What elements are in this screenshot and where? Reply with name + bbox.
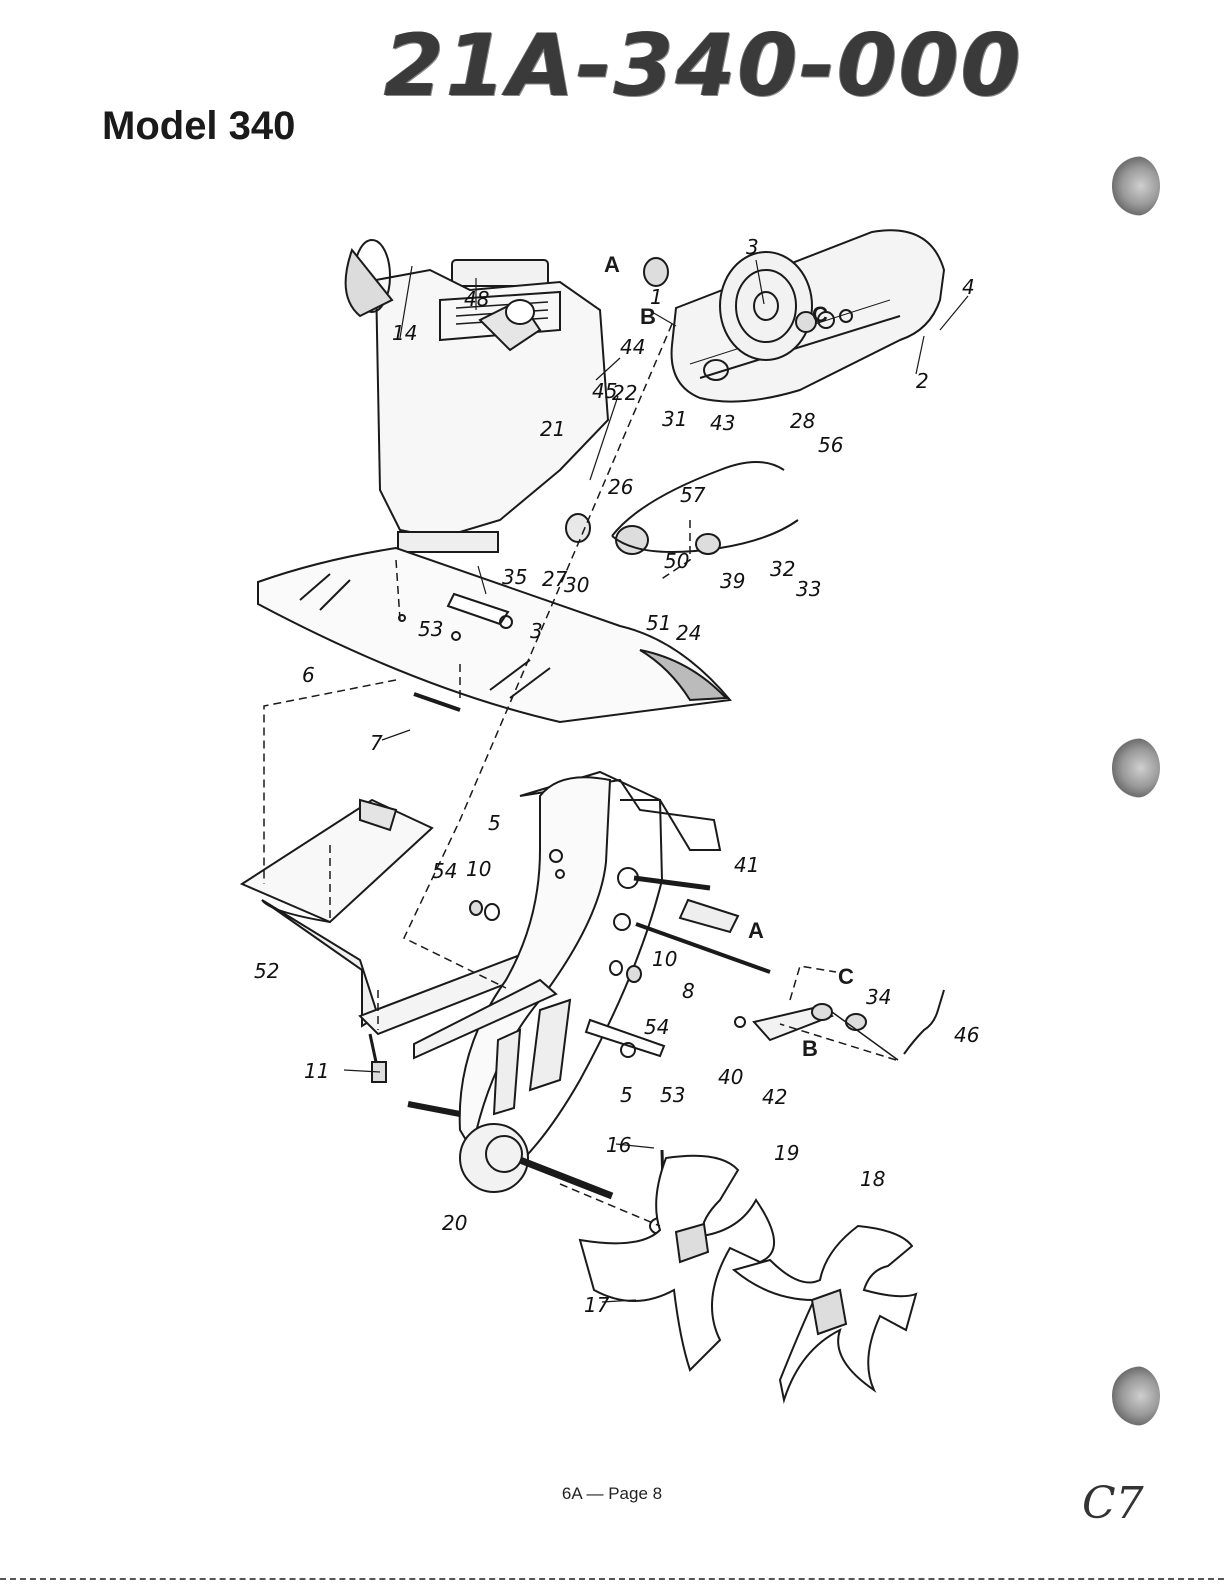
handwritten-mark: C7 [1082, 1478, 1144, 1529]
model-number-stamp: 21A-340-000 [384, 16, 1023, 116]
callout-50: 50 [664, 549, 689, 573]
reference-letters: A B C A C B [604, 252, 854, 1061]
callout-48: 48 [464, 287, 489, 311]
callout-31: 31 [662, 407, 687, 431]
callout-2: 2 [916, 369, 929, 393]
callout-5-upper: 5 [488, 811, 501, 835]
callout-53-upper: 53 [418, 617, 443, 641]
belt-and-pulley-part [611, 251, 835, 555]
ref-letter-c-lower: C [838, 964, 854, 989]
callout-44: 44 [620, 335, 645, 359]
callout-41: 41 [734, 853, 759, 877]
binder-hole-bottom [1112, 1366, 1160, 1426]
callout-42: 42 [762, 1085, 787, 1109]
callout-24: 24 [676, 621, 701, 645]
tine-18-part [731, 1224, 918, 1404]
callout-34: 34 [866, 985, 891, 1009]
callout-19: 19 [774, 1141, 799, 1165]
callout-17: 17 [584, 1293, 610, 1317]
callout-10-lower: 10 [652, 947, 677, 971]
callout-33: 33 [796, 577, 821, 601]
callout-39: 39 [720, 569, 745, 593]
callout-6: 6 [302, 663, 315, 687]
callout-52: 52 [254, 959, 279, 983]
idler-bracket-parts [734, 989, 945, 1061]
callout-3: 3 [746, 235, 759, 259]
ref-letter-b-upper: B [640, 304, 656, 329]
callout-18: 18 [860, 1167, 885, 1191]
callout-26: 26 [608, 475, 633, 499]
callout-53-lower: 53 [660, 1083, 685, 1107]
callout-11: 11 [304, 1059, 329, 1083]
callout-54-upper: 54 [432, 859, 457, 883]
engine-part [344, 239, 610, 553]
callout-22: 22 [612, 381, 637, 405]
callout-45: 45 [592, 379, 617, 403]
callout-28: 28 [790, 409, 815, 433]
callout-21: 21 [540, 417, 565, 441]
binder-hole-top [1112, 156, 1160, 216]
shaft-and-spacer-parts [469, 849, 771, 983]
depth-bar-lower [368, 1018, 666, 1083]
callout-46: 46 [954, 1023, 979, 1047]
leader-lines [343, 259, 969, 1303]
transmission-housing-part [413, 770, 722, 1193]
callout-14: 14 [392, 321, 417, 345]
callout-27: 27 [542, 567, 568, 591]
callout-1: 1 [650, 285, 663, 309]
binder-hole-middle [1112, 738, 1160, 798]
ref-letter-a-upper: A [604, 252, 620, 277]
assembly-lines [263, 323, 897, 1227]
ref-letter-c-upper: C [812, 302, 828, 327]
tine-shield-part [257, 546, 732, 724]
ref-letter-a-lower: A [748, 918, 764, 943]
bolt-7 [413, 692, 461, 712]
callout-3-lower: 3 [530, 619, 543, 643]
page-footer: 6A — Page 8 [561, 1484, 663, 1503]
callout-7: 7 [370, 731, 383, 755]
callout-4: 4 [962, 275, 975, 299]
scan-edge-line [0, 1578, 1224, 1580]
tine-19-part [578, 1154, 775, 1372]
callout-57: 57 [680, 483, 706, 507]
ref-letter-b-lower: B [802, 1036, 818, 1061]
callout-43: 43 [710, 411, 735, 435]
callout-20: 20 [442, 1211, 467, 1235]
callout-8: 8 [682, 979, 695, 1003]
callout-54-lower: 54 [644, 1015, 669, 1039]
tine-shaft-part [518, 1156, 614, 1200]
depth-bracket-upper [446, 592, 513, 629]
callout-51: 51 [646, 611, 671, 635]
page-title: Model 340 [102, 104, 296, 148]
callout-35: 35 [502, 565, 527, 589]
callout-40: 40 [718, 1065, 743, 1089]
callout-56: 56 [818, 433, 843, 457]
drive-pulley-parts [505, 257, 669, 555]
callout-32: 32 [770, 557, 795, 581]
callout-16: 16 [606, 1133, 631, 1157]
callout-10-upper: 10 [466, 857, 491, 881]
callout-labels: 1 2 3 4 48 14 44 45 22 21 31 43 28 56 26… [254, 235, 979, 1317]
callout-30: 30 [564, 573, 589, 597]
callout-5-lower: 5 [620, 1083, 633, 1107]
